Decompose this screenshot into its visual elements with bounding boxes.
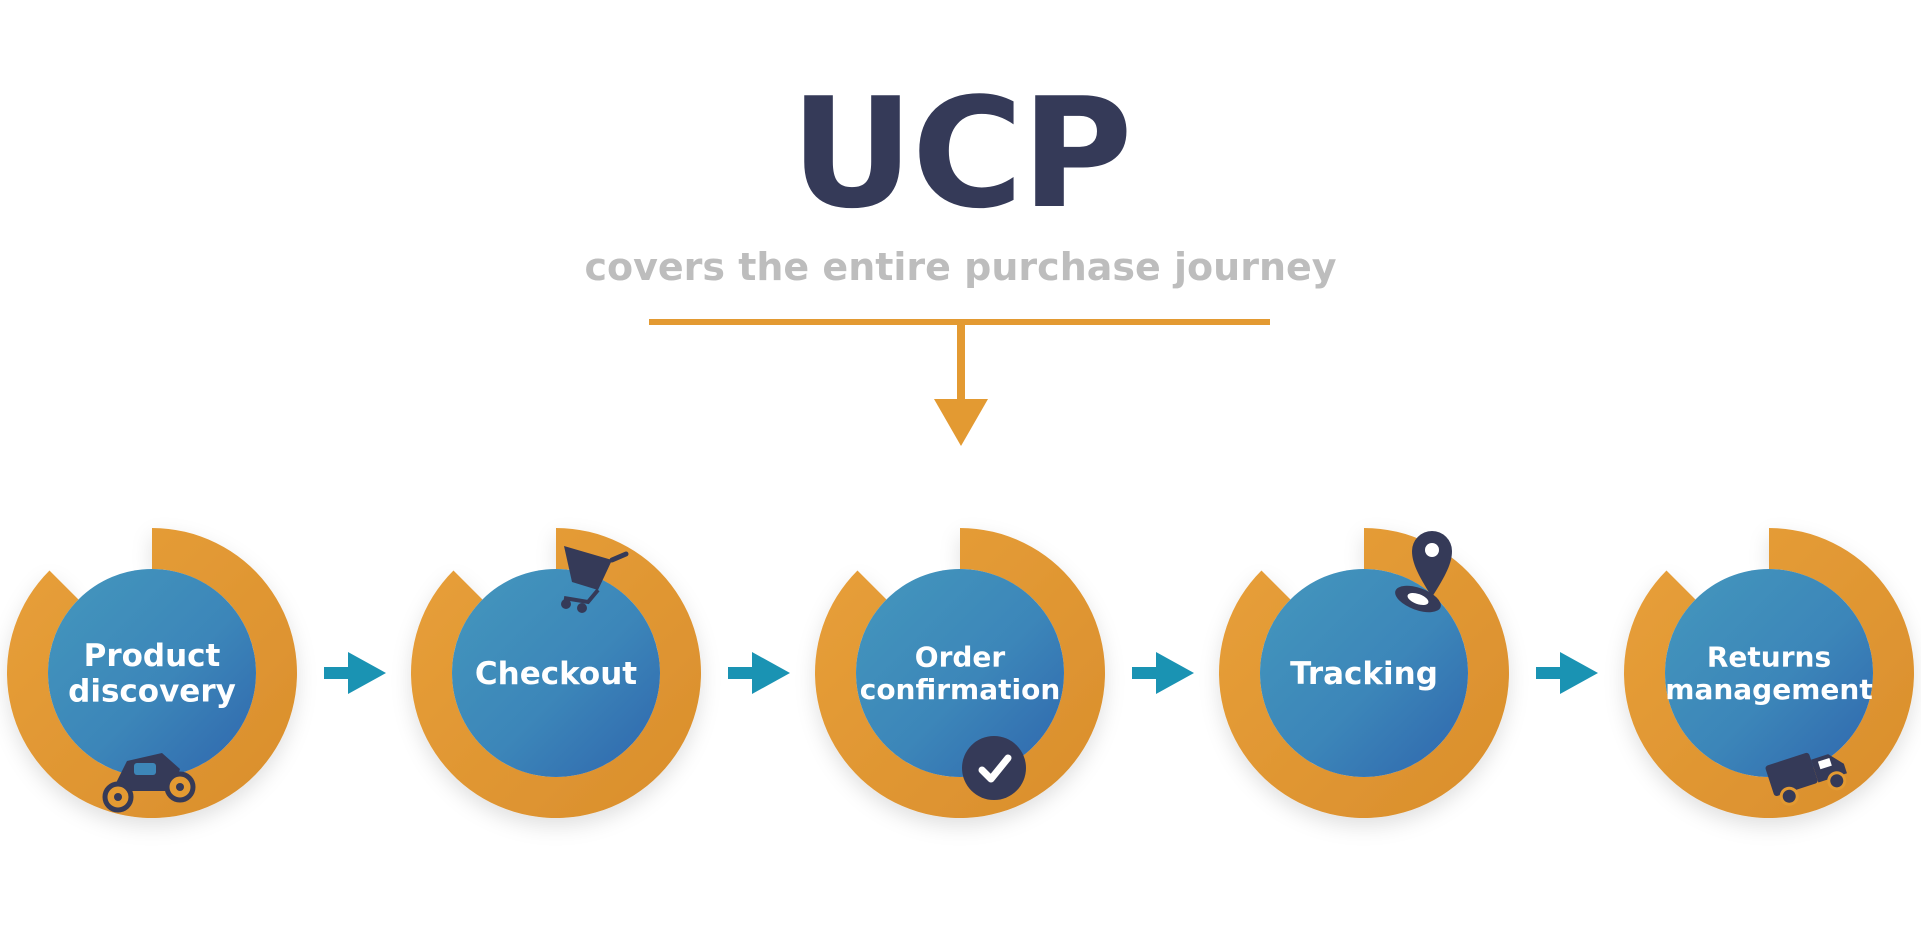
step-label: Product (84, 638, 221, 674)
step-label: discovery (68, 674, 236, 710)
step-arrow-icon (1132, 652, 1194, 694)
step-label: Order (915, 641, 1006, 674)
journey-step: Tracking (1218, 528, 1509, 818)
step-label: Checkout (475, 656, 637, 692)
delivery-truck-icon (1765, 752, 1847, 806)
step-circle (48, 569, 256, 777)
step-arrow-icon (324, 652, 386, 694)
step-arrow-icon (1536, 652, 1598, 694)
step-arrow-icon (728, 652, 790, 694)
step-circle (856, 569, 1064, 777)
step-label: Returns (1707, 641, 1831, 674)
scooter-icon (102, 753, 196, 813)
page-subtitle: covers the entire purchase journey (584, 245, 1337, 289)
page-title: UCP (790, 65, 1132, 242)
shopping-cart-icon (561, 546, 629, 613)
journey-step: Checkout (411, 528, 701, 818)
step-label: management (1665, 673, 1872, 706)
location-pin-icon (1395, 531, 1452, 613)
step-circle (1260, 569, 1468, 777)
down-arrow-icon (934, 399, 988, 446)
step-circle (452, 569, 660, 777)
checkmark-badge-icon (962, 736, 1026, 800)
step-label: Tracking (1290, 656, 1438, 692)
step-circle (1665, 569, 1873, 777)
journey-connector (649, 319, 1270, 446)
step-label: confirmation (860, 673, 1061, 706)
